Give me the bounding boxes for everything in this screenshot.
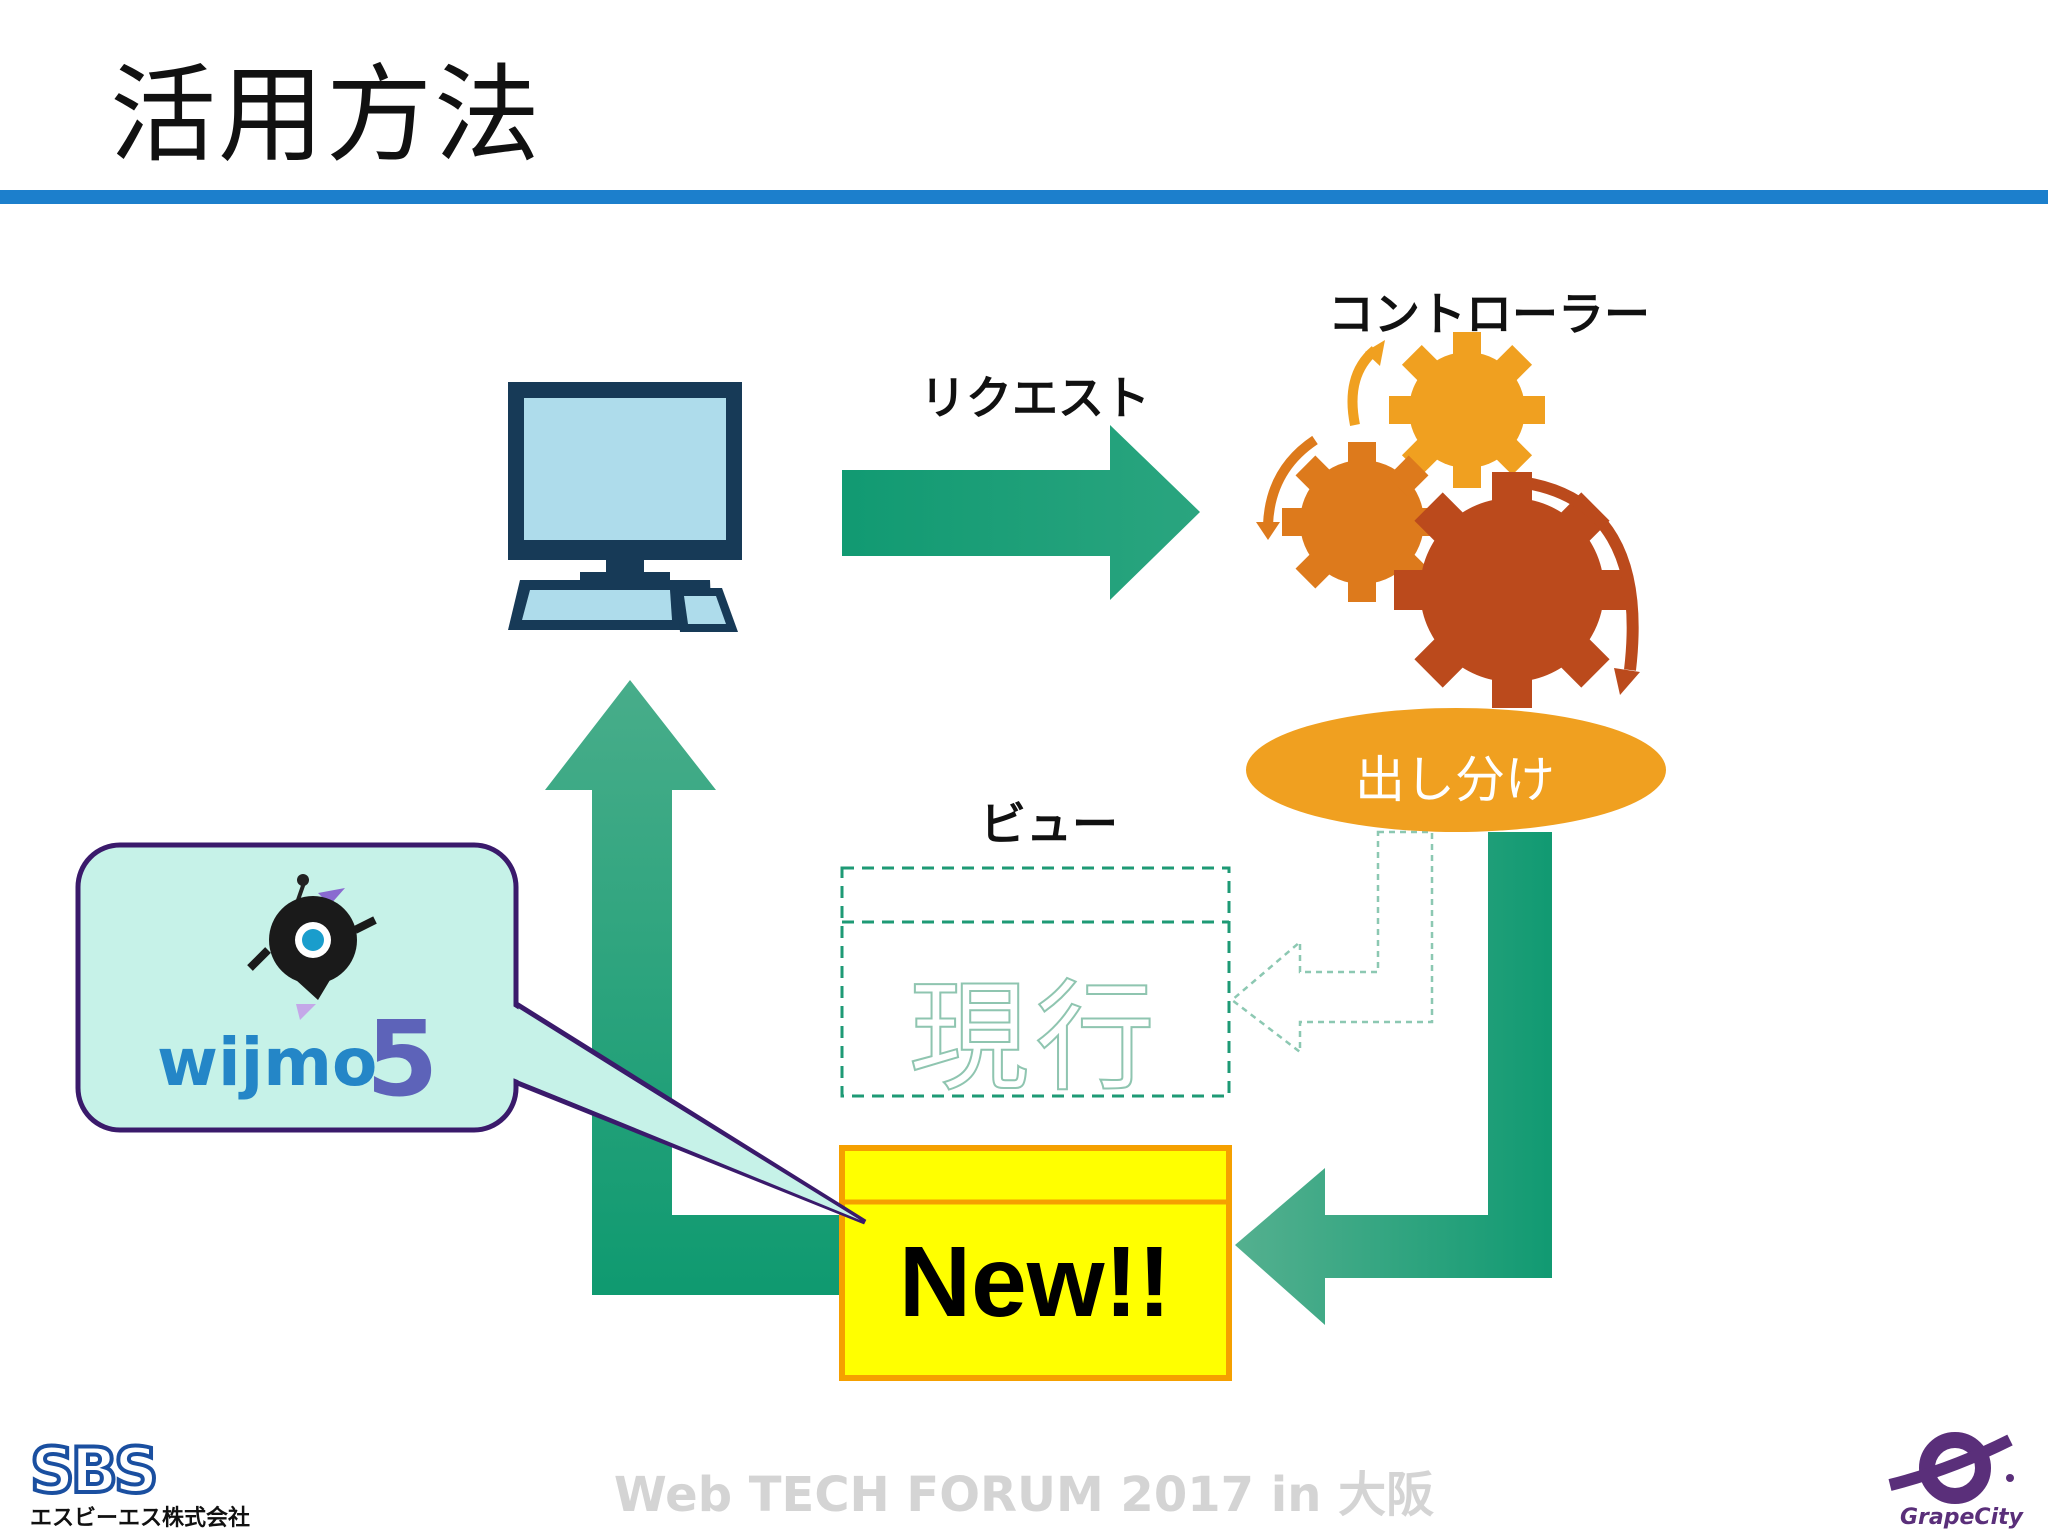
svg-text:SBS: SBS xyxy=(30,1434,155,1507)
current-view-label: 現行 xyxy=(908,968,1161,1109)
request-arrow xyxy=(842,425,1200,600)
new-view-box xyxy=(839,1145,1232,1381)
return-arrow xyxy=(545,680,842,1295)
wijmo-callout xyxy=(75,842,867,1225)
request-label: リクエスト xyxy=(920,371,1150,425)
dispatch-oval xyxy=(1246,708,1666,832)
view-label: ビュー xyxy=(980,797,1118,851)
desktop-computer-icon xyxy=(508,382,742,632)
title-rule xyxy=(0,190,2048,204)
wijmo-logo: wijmo 5 xyxy=(157,998,438,1120)
new-view-label: New!! xyxy=(898,1226,1172,1338)
slide-title: 活用方法 xyxy=(110,54,542,177)
robot-mascot-icon xyxy=(247,874,377,1020)
gears-icon xyxy=(1256,332,1640,708)
dispatch-label: 出し分け xyxy=(1355,751,1555,809)
svg-text:wijmo: wijmo xyxy=(157,1024,377,1101)
grapecity-company-name: GrapeCity xyxy=(1900,1505,2023,1530)
controller-label: コントローラー xyxy=(1328,287,1650,341)
event-footer: Web TECH FORUM 2017 in 大阪 xyxy=(613,1467,1435,1523)
sbs-logo: SBS xyxy=(28,1432,161,1509)
grapecity-logo xyxy=(1888,1432,2014,1504)
dashed-old-arrow xyxy=(1230,830,1434,1055)
sbs-company-name: エスビーエス株式会社 xyxy=(30,1506,251,1531)
current-view-box xyxy=(840,866,1231,1098)
svg-text:5: 5 xyxy=(366,998,438,1120)
dispatch-arrow xyxy=(1235,832,1552,1325)
